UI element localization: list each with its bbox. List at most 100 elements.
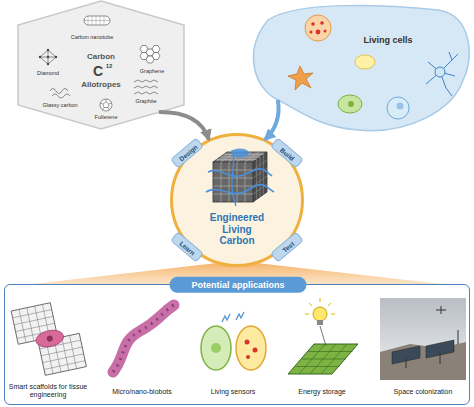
cell-group xyxy=(288,15,458,119)
cycle-tab: Test xyxy=(270,231,304,262)
hexagon-cell xyxy=(152,53,160,60)
neuron-body xyxy=(435,67,445,77)
hexagon-title: Allotropes xyxy=(81,80,121,89)
atom xyxy=(47,56,49,58)
support-poles xyxy=(406,330,458,368)
cell-dot xyxy=(253,348,258,353)
application-label: Energy storage xyxy=(298,388,345,396)
blob-shape xyxy=(254,6,470,131)
grid-lines xyxy=(11,303,57,345)
application-label: Smart scaffolds for tissue engineering xyxy=(8,383,88,399)
space-photo xyxy=(380,298,466,380)
ground xyxy=(380,342,466,380)
cube-side xyxy=(253,152,267,202)
hexagon-cell xyxy=(140,53,148,60)
diamond-lattice xyxy=(40,50,56,64)
cell xyxy=(338,95,362,113)
flow-arrow xyxy=(265,100,278,139)
cell-dot xyxy=(320,21,324,25)
cycle-tab: Design xyxy=(170,137,204,168)
graphite-icon xyxy=(134,80,158,94)
circle-title: Engineered Living Carbon xyxy=(205,212,269,247)
applications-panel: Potential applications xyxy=(4,284,470,405)
hexagon-title: Carbon xyxy=(87,52,115,61)
tissue-cell xyxy=(34,328,65,349)
atom xyxy=(47,63,49,65)
drone xyxy=(436,306,446,314)
tab-text: Design xyxy=(178,143,199,163)
sky xyxy=(380,298,466,380)
atom xyxy=(55,56,57,58)
tab-text: Learn xyxy=(178,240,196,257)
cell-dot xyxy=(311,22,315,26)
isotope-number: 12 xyxy=(106,63,113,70)
flow-arrow xyxy=(159,112,209,139)
node-outline xyxy=(18,1,184,129)
cell-dot xyxy=(246,355,250,359)
blob-title: Living cells xyxy=(363,35,412,45)
cycle-tab: Build xyxy=(270,137,304,168)
fullerene-pattern xyxy=(100,99,111,110)
cell xyxy=(305,15,331,41)
fullerene-ball xyxy=(100,99,112,111)
allotrope-name: Fullerene xyxy=(95,114,118,120)
element-symbol: C xyxy=(93,63,103,79)
tab-text: Build xyxy=(278,146,295,162)
atom xyxy=(39,56,41,58)
energy-board xyxy=(288,344,358,374)
diamond-icon xyxy=(39,49,57,65)
sensor-illustration xyxy=(201,312,266,370)
hexagon-cell xyxy=(146,56,154,63)
fullerene-icon xyxy=(100,99,112,111)
cube-top xyxy=(213,152,267,162)
cube-front xyxy=(213,162,253,202)
node-outline xyxy=(170,133,304,267)
cube-grid xyxy=(217,152,264,162)
expansion-fan xyxy=(6,262,468,287)
biobot-illustration xyxy=(113,305,174,372)
solar-panel xyxy=(426,340,454,358)
allotrope-hexagon: Carbon nanotubeDiamondGrapheneCarbonC12A… xyxy=(18,1,184,129)
cell xyxy=(231,149,249,158)
application-label: Living sensors xyxy=(211,388,256,396)
hexagon-cell xyxy=(140,46,148,53)
allotrope-name: Diamond xyxy=(37,70,59,76)
scaffold-illustration xyxy=(11,298,86,379)
nanotube-body xyxy=(84,16,110,25)
nanotube-icon xyxy=(84,16,110,25)
biobot-pattern xyxy=(113,305,174,372)
cell-fiber xyxy=(232,150,236,206)
bulb-base xyxy=(317,320,323,325)
board-grid xyxy=(296,344,353,374)
cell-dot xyxy=(245,340,250,345)
allotrope-name: Carbon nanotube xyxy=(71,34,114,40)
light-bulb xyxy=(313,307,327,321)
solar-panel xyxy=(392,346,420,364)
allotrope-name: Graphite xyxy=(135,98,156,104)
graphene-icon xyxy=(140,46,160,63)
cube-grid xyxy=(253,155,267,200)
cell-dot xyxy=(310,31,313,34)
cell xyxy=(387,97,409,119)
tab-text: Test xyxy=(281,240,296,254)
cell xyxy=(355,55,375,69)
cell-nucleus xyxy=(348,101,354,107)
panel-heading: Potential applications xyxy=(169,277,306,293)
application-label: Space colonization xyxy=(394,388,453,396)
cell xyxy=(288,66,313,90)
biobot-body xyxy=(113,305,174,372)
cell-dot xyxy=(316,30,321,35)
circle-shape xyxy=(172,135,303,266)
hexagon-cell xyxy=(146,49,154,56)
cell-nucleus xyxy=(211,343,221,353)
glassy-carbon-icon xyxy=(50,89,70,99)
cube-grid xyxy=(213,162,253,202)
cell-nucleus xyxy=(46,335,53,342)
light-rays xyxy=(305,298,335,314)
scaffold-grid xyxy=(38,333,86,375)
